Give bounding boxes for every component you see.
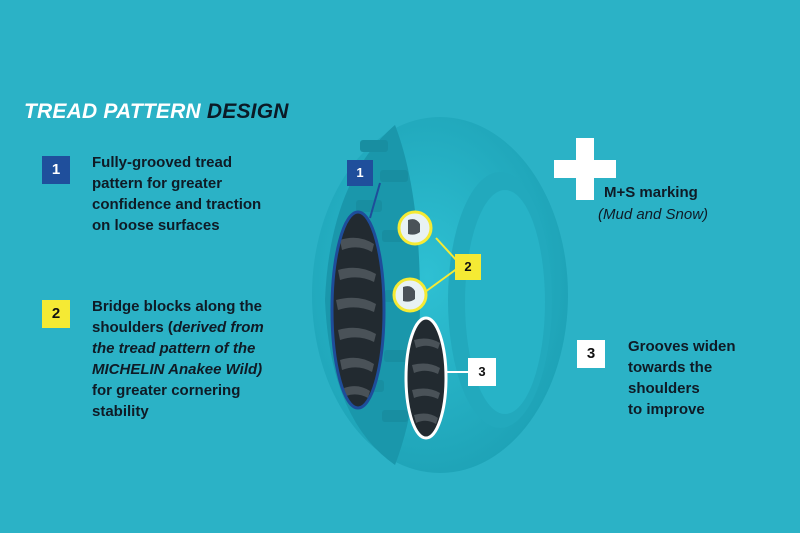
- feature-2-line: the tread pattern of the: [92, 340, 256, 357]
- title-part-1: TREAD PATTERN: [24, 100, 201, 123]
- feature-1-line: pattern for greater: [92, 175, 223, 192]
- feature-3-line: Grooves widen: [628, 338, 736, 355]
- feature-3-text: Grooves widen towards the shoulders to i…: [628, 336, 736, 420]
- title-part-2: DESIGN: [206, 100, 289, 123]
- highlight-ellipse-1: [330, 210, 386, 410]
- feature-1-line: Fully-grooved tread: [92, 154, 233, 171]
- tire-badge-1: 1: [347, 160, 373, 186]
- feature-2-line: for greater cornering: [92, 382, 241, 399]
- highlight-ellipse-3: [404, 316, 448, 440]
- plus-icon: [554, 138, 616, 200]
- feature-3-line: shoulders: [628, 380, 700, 397]
- feature-1-line: on loose surfaces: [92, 217, 220, 234]
- feature-2-line: stability: [92, 403, 149, 420]
- feature-2-line: MICHELIN Anakee Wild): [92, 361, 263, 378]
- feature-1-text: Fully-grooved tread pattern for greater …: [92, 152, 261, 236]
- feature-3-line: to improve: [628, 401, 705, 418]
- feature-3-line: towards the: [628, 359, 713, 376]
- feature-1-badge: 1: [42, 156, 70, 184]
- feature-2-line: shoulders (derived from: [92, 319, 264, 336]
- feature-2-badge: 2: [42, 300, 70, 328]
- tire-badge-2: 2: [455, 254, 481, 280]
- tire-badge-3: 3: [468, 358, 496, 386]
- ms-sublabel: (Mud and Snow): [598, 206, 709, 223]
- feature-3-badge: 3: [577, 340, 605, 368]
- feature-2-line: Bridge blocks along the: [92, 298, 263, 315]
- ms-label: M+S marking: [604, 184, 698, 201]
- page-title: TREAD PATTERN DESIGN: [24, 100, 289, 124]
- feature-2-text: Bridge blocks along the shoulders (deriv…: [92, 296, 264, 422]
- feature-1-line: confidence and traction: [92, 196, 262, 213]
